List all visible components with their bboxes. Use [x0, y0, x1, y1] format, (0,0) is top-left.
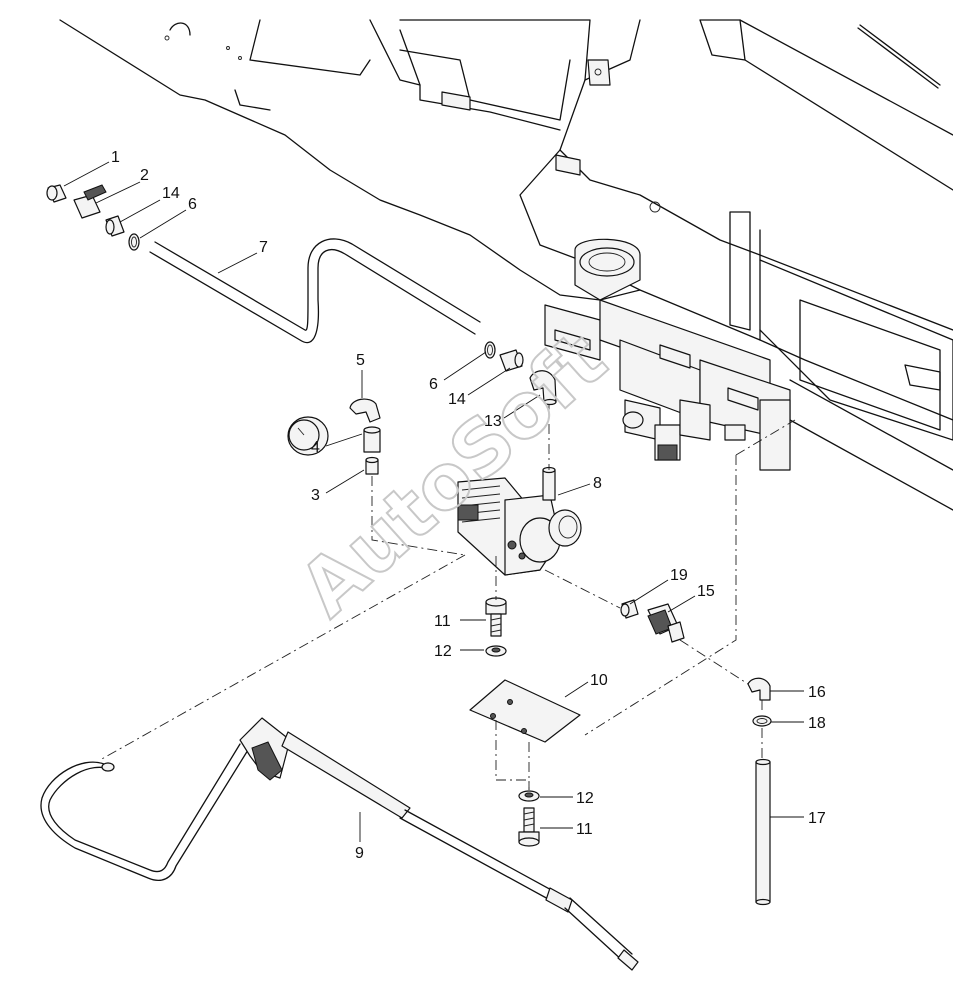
callout-7: 7: [259, 239, 268, 256]
callout-14-upper: 14: [162, 185, 180, 202]
callout-4: 4: [311, 439, 320, 456]
watermark-text: AutoSoft: [282, 314, 622, 633]
plate-10: [469, 679, 581, 743]
callout-15: 15: [697, 583, 715, 600]
callout-18: 18: [808, 715, 826, 732]
fitting-19: [620, 599, 639, 619]
elbow-13: [529, 370, 557, 406]
pump-8: [457, 466, 582, 576]
callout-13: 13: [484, 413, 502, 430]
hose-7: [149, 238, 481, 344]
bolt-11-bottom: [518, 807, 540, 847]
bolt-11-top: [485, 597, 507, 637]
callout-8: 8: [593, 475, 602, 492]
callout-12-upper: 12: [434, 643, 452, 660]
valve-2: [73, 184, 107, 219]
gauge-assembly: [287, 398, 381, 475]
spray-lance-9: [40, 717, 639, 971]
clamp-6-right: [484, 341, 496, 359]
callout-14-lower: 14: [448, 391, 466, 408]
callout-16: 16: [808, 684, 826, 701]
callout-labels: 1 2 14 6 7 5 4 3 6 14 13 8 19 15 11 12 1…: [111, 149, 826, 862]
callout-19: 19: [670, 567, 688, 584]
callout-6-lower: 6: [429, 376, 438, 393]
callout-1: 1: [111, 149, 120, 166]
washer-12-bottom: [518, 790, 540, 802]
nipple-14-right: [499, 349, 524, 372]
leader-lines: [63, 161, 804, 842]
callout-10: 10: [590, 672, 608, 689]
callout-9: 9: [355, 845, 364, 862]
callout-17: 17: [808, 810, 826, 827]
fitting-group-right: [484, 341, 557, 406]
assembly-lines: [99, 404, 796, 790]
callout-6-upper: 6: [188, 196, 197, 213]
callout-11-lower: 11: [576, 821, 593, 838]
elbow-16: [747, 677, 771, 701]
fitting-1: [46, 184, 67, 203]
nipple-4: [363, 426, 381, 453]
pressure-gauge: [287, 416, 329, 456]
callout-12-lower: 12: [576, 790, 594, 807]
hose-17: [755, 758, 771, 906]
callout-3: 3: [311, 487, 320, 504]
fitting-3: [365, 456, 379, 475]
callout-2: 2: [140, 167, 149, 184]
machine-frame: [59, 19, 953, 511]
nipple-14-left: [105, 215, 125, 237]
clamp-18: [752, 715, 772, 727]
fitting-group-left: [46, 184, 140, 251]
valve-15: [647, 603, 685, 643]
clamp-6-left: [128, 233, 140, 251]
washer-12-top: [485, 645, 507, 657]
callout-11-upper: 11: [434, 613, 451, 630]
elbow-5: [349, 398, 381, 423]
callout-5: 5: [356, 352, 365, 369]
